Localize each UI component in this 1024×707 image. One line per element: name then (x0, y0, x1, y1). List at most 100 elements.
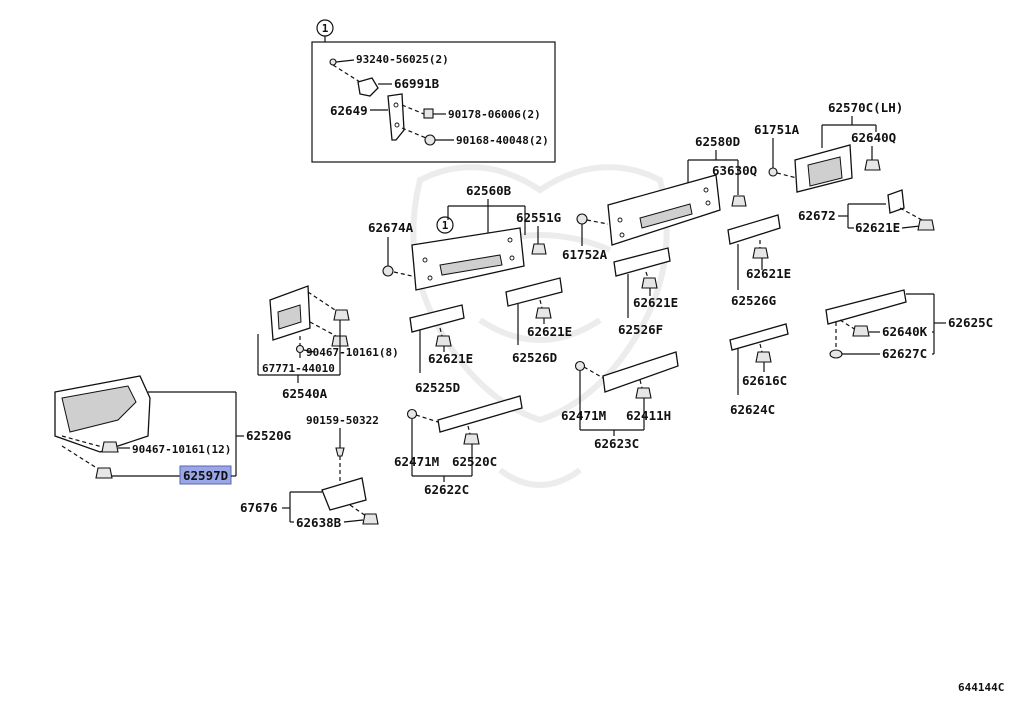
callout-1-ref (436, 216, 454, 234)
clip-62520c-icon (463, 433, 480, 445)
trim-62525d-part (409, 304, 465, 333)
panel-62570c-group: 62570C(LH) 62640Q 61751A (754, 100, 903, 193)
label-67771-44010: 67771-44010 (262, 362, 335, 375)
label-67676: 67676 (240, 500, 278, 515)
label-62623c: 62623C (594, 436, 639, 451)
label-62616c: 62616C (742, 373, 787, 388)
label-62471m-a: 62471M (394, 454, 439, 469)
label-62624c: 62624C (730, 402, 775, 417)
label-62621e-c: 62621E (633, 295, 678, 310)
highlight-62597d[interactable] (179, 465, 232, 485)
bracket-67676-part (321, 477, 367, 511)
clip-62640q-icon (864, 159, 881, 171)
bracket-62672-part (887, 189, 905, 214)
clip-63630q-icon (731, 195, 747, 207)
bracket-62672-group: 62672 62621E (798, 189, 935, 235)
label-62411h: 62411H (626, 408, 671, 423)
clip-62411h-icon (635, 387, 652, 399)
clip-62621e-b-icon (752, 247, 769, 259)
label-62638b: 62638B (296, 515, 342, 530)
clip-62551g-icon (531, 243, 547, 255)
label-62525d: 62525D (415, 380, 460, 395)
nut-icon (423, 108, 434, 119)
label-62551g: 62551G (516, 210, 561, 225)
bracket-67676-group: 90159-50322 67676 62638B (240, 414, 379, 530)
callout-1-ref-label: 1 (442, 219, 449, 232)
label-62640k: 62640K (882, 324, 928, 339)
label-62672: 62672 (798, 208, 836, 223)
trim-62526g-part (727, 214, 781, 245)
label-62560b: 62560B (466, 183, 512, 198)
trim-62622c-group: 62471M 62520C 62622C (394, 395, 523, 497)
label-90467-10161-12: 90467-10161(12) (132, 443, 231, 456)
callout-1-inset: 1 93240-56025(2) 66991B 62649 90178-0600… (311, 19, 556, 163)
clip-62640k-icon (852, 325, 870, 337)
trim-62625c-part (825, 289, 907, 325)
screw-icon (329, 58, 337, 66)
panel-62520g-group: 62520G 90467-10161(12) 62597D (54, 375, 291, 485)
trim-62526f-group: 62621E 62526F (613, 247, 678, 337)
label-66991b: 66991B (394, 76, 440, 91)
trim-62526f-part (613, 247, 671, 277)
label-62649: 62649 (330, 103, 368, 118)
panel-62560b-part (411, 227, 525, 291)
panel-62580d-part (607, 174, 721, 246)
screw-90467-8-icon (295, 344, 305, 354)
clip-62621e-d-icon (535, 307, 552, 319)
label-62640q: 62640Q (851, 130, 896, 145)
label-62526g: 62526G (731, 293, 776, 308)
clip-62674a-icon (382, 265, 394, 277)
label-62471m-b: 62471M (561, 408, 606, 423)
clip-61752a-icon (576, 213, 588, 225)
screw-90467-12-icon (101, 441, 119, 453)
label-63630q: 63630Q (712, 163, 757, 178)
trim-62623c-group: 62471M 62411H 62623C (561, 351, 679, 451)
clip-62621e-e-icon (435, 335, 452, 347)
label-61752a: 61752A (562, 247, 608, 262)
trim-62624c-group: 62616C 62624C (729, 323, 789, 417)
label-62597d[interactable]: 62597D (183, 468, 228, 483)
label-90168-40048: 90168-40048(2) (456, 134, 549, 147)
trim-62526d-part (505, 277, 563, 307)
label-61751a: 61751A (754, 122, 800, 137)
panel-62560b-group: 62560B 1 62674A 62551G (368, 183, 561, 291)
trim-62625c-group: 62625C 62640K 62627C (825, 289, 993, 361)
clip-62597d-icon (95, 467, 113, 479)
label-62540a: 62540A (282, 386, 328, 401)
bracket-66991b-part (357, 77, 379, 97)
clip-62627c-icon (829, 349, 843, 359)
label-90159-50322: 90159-50322 (306, 414, 379, 427)
bolt-icon (424, 134, 436, 146)
trim-62624c-part (729, 323, 789, 351)
clip-62616c-icon (755, 351, 772, 363)
bolt-90159-icon (335, 447, 345, 457)
label-62526d: 62526D (512, 350, 557, 365)
diagram-id: 644144C (958, 681, 1004, 694)
clip-62471m-a-icon (406, 408, 418, 420)
clip-62621e-a-icon (917, 219, 935, 231)
clip-62540a-upper-icon (333, 309, 350, 321)
label-93240-56025: 93240-56025(2) (356, 53, 449, 66)
label-62621e-e: 62621E (428, 351, 473, 366)
label-62520c: 62520C (452, 454, 497, 469)
label-62625c: 62625C (948, 315, 993, 330)
trim-62526d-group: 62621E 62526D (505, 277, 572, 365)
label-62674a: 62674A (368, 220, 414, 235)
label-62526f: 62526F (618, 322, 663, 337)
trim-62525d-group: 62621E 62525D (409, 304, 473, 395)
label-62621e-b: 62621E (746, 266, 791, 281)
label-62520g: 62520G (246, 428, 291, 443)
trim-62622c-part (437, 395, 523, 433)
clip-62471m-b-icon (574, 360, 586, 372)
label-62580d: 62580D (695, 134, 740, 149)
panel-62580d-group: 62580D 61752A 63630Q (562, 134, 757, 262)
clip-62638b-icon (362, 513, 379, 525)
panel-62540a-group: 90467-10161(8) 67771-44010 62540A (257, 285, 399, 401)
label-62621e-a: 62621E (855, 220, 900, 235)
clip-62621e-c-icon (641, 277, 658, 289)
clip-61751a-icon (768, 167, 778, 177)
label-62622c: 62622C (424, 482, 469, 497)
callout-1-marker-label: 1 (322, 22, 329, 35)
